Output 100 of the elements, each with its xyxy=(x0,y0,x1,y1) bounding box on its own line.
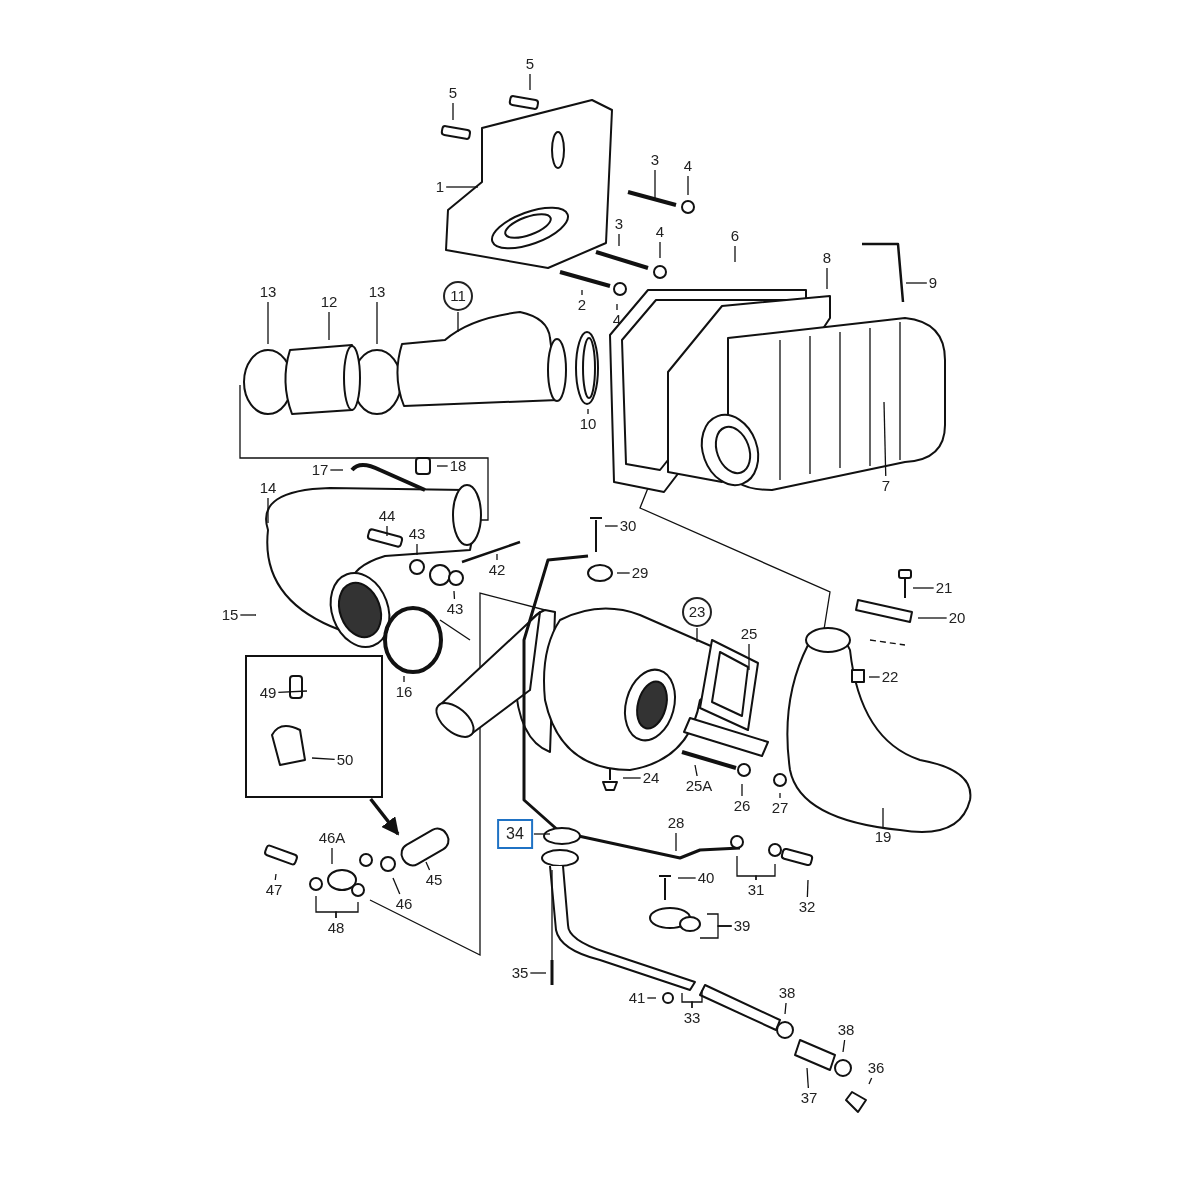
callout-number: 46A xyxy=(317,829,347,847)
leader-line xyxy=(868,1077,873,1085)
leader-line xyxy=(912,587,935,589)
leader-line xyxy=(328,311,330,341)
callout-number: 35 xyxy=(510,964,530,982)
leader-line xyxy=(386,525,388,537)
callout-number: 24 xyxy=(641,769,661,787)
callout-number: 30 xyxy=(618,517,638,535)
leader-line xyxy=(622,777,642,779)
callout-number: 50 xyxy=(335,751,355,769)
leader-line xyxy=(274,873,277,881)
leader-line xyxy=(329,469,344,471)
callout-number: 44 xyxy=(377,507,397,525)
callout-number: 4 xyxy=(611,311,623,329)
callout-number: 28 xyxy=(666,814,686,832)
leader-line xyxy=(883,401,887,477)
callout-number: 43 xyxy=(445,600,465,618)
callout-number: 8 xyxy=(821,249,833,267)
callout-number: 26 xyxy=(732,797,752,815)
callout-number: 46 xyxy=(394,895,414,913)
leader-line xyxy=(882,807,884,828)
callout-number: 32 xyxy=(797,898,817,916)
callout-number: 25 xyxy=(739,625,759,643)
leader-line xyxy=(587,408,589,415)
leader-line xyxy=(335,901,359,919)
callout-number: 15 xyxy=(220,606,240,624)
leader-line xyxy=(659,241,661,259)
leader-line xyxy=(529,972,547,974)
leader-line xyxy=(457,311,459,333)
leader-line xyxy=(425,861,431,871)
leader-line xyxy=(267,301,269,345)
callout-number: 20 xyxy=(947,609,967,627)
callout-number: 47 xyxy=(264,881,284,899)
callout-number: 16 xyxy=(394,683,414,701)
leader-line xyxy=(691,989,703,1009)
leader-line xyxy=(452,102,454,121)
callout-number: 23 xyxy=(682,597,712,627)
leader-line xyxy=(806,1067,809,1089)
callout-number: 48 xyxy=(326,919,346,937)
leader-line xyxy=(267,497,269,524)
callout-number: 22 xyxy=(880,668,900,686)
callout-number: 2 xyxy=(576,296,588,314)
callout-number: 4 xyxy=(654,223,666,241)
callout-number: 14 xyxy=(258,479,278,497)
callout-number: 42 xyxy=(487,561,507,579)
callout-number: 9 xyxy=(927,274,939,292)
callout-number: 3 xyxy=(649,151,661,169)
callout-number: 13 xyxy=(367,283,387,301)
callout-number: 38 xyxy=(777,984,797,1002)
leader-line xyxy=(917,617,948,619)
callout-number: 21 xyxy=(934,579,954,597)
callout-number: 39 xyxy=(732,917,752,935)
callout-number: 5 xyxy=(447,84,459,102)
leader-line xyxy=(694,764,698,777)
callout-number: 27 xyxy=(770,799,790,817)
leader-line xyxy=(311,757,336,760)
leader-line xyxy=(784,1002,787,1015)
leader-line xyxy=(239,614,257,616)
arrow xyxy=(369,797,400,836)
leader-line xyxy=(529,73,531,91)
callout-number: 45 xyxy=(424,871,444,889)
leader-line xyxy=(654,169,656,199)
leader-line xyxy=(734,245,736,263)
callout-number: 40 xyxy=(696,869,716,887)
leader-line xyxy=(277,690,308,694)
callout-number: 11 xyxy=(443,281,473,311)
leader-line xyxy=(755,863,776,881)
leader-line xyxy=(453,590,456,600)
callout-number: 4 xyxy=(682,157,694,175)
leader-line xyxy=(376,301,378,345)
leader-line xyxy=(392,877,401,895)
callout-number: 18 xyxy=(448,457,468,475)
leader-line xyxy=(403,675,405,683)
leader-line xyxy=(748,643,750,671)
callout-number: 36 xyxy=(866,1059,886,1077)
callout-number: 6 xyxy=(729,227,741,245)
callout-number: 19 xyxy=(873,828,893,846)
leader-line xyxy=(416,543,418,556)
leader-line xyxy=(687,175,689,196)
leader-line xyxy=(646,997,657,999)
leader-line xyxy=(616,572,631,574)
callout-number: 29 xyxy=(630,564,650,582)
callout-number: 1 xyxy=(434,178,446,196)
leader-line xyxy=(436,465,449,467)
leader-line xyxy=(741,783,743,797)
leader-line xyxy=(699,925,733,939)
leader-line xyxy=(331,847,333,865)
leader-line xyxy=(496,553,498,561)
leader-line xyxy=(779,792,781,799)
callout-number: 10 xyxy=(578,415,598,433)
callout-number: 25A xyxy=(684,777,714,795)
callout-number: 38 xyxy=(836,1021,856,1039)
leader-line xyxy=(806,879,809,898)
callout-number: 33 xyxy=(682,1009,702,1027)
leader-line xyxy=(675,832,677,852)
leader-line xyxy=(616,303,618,311)
callout-number: 37 xyxy=(799,1089,819,1107)
callout-number: 13 xyxy=(258,283,278,301)
callout-number: 49 xyxy=(258,684,278,702)
callout-number: 3 xyxy=(613,215,625,233)
